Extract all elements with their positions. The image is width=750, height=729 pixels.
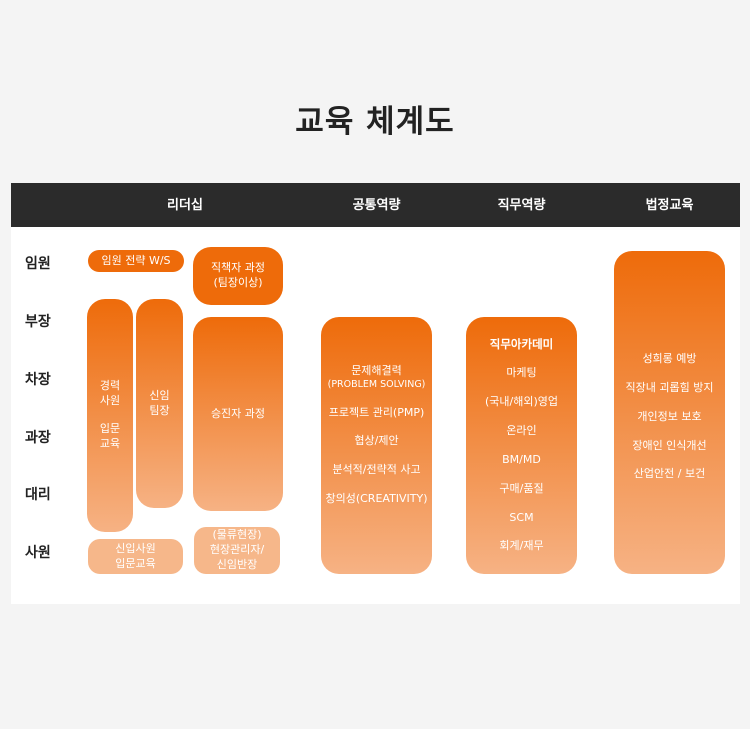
- job-item: 회계/재무: [499, 539, 544, 553]
- common-item: 문제해결력: [351, 363, 402, 377]
- common-item: 분석적/전략적 사고: [332, 463, 421, 477]
- common-competency-box: 문제해결력 (PROBLEM SOLVING) 프로젝트 관리(PMP) 협상/…: [321, 317, 432, 574]
- new-staff-intro-box: 신입사원 입문교육: [88, 539, 183, 574]
- job-item: 온라인: [506, 423, 537, 437]
- common-item: 창의성(CREATIVITY): [325, 492, 428, 506]
- job-item: (국내/해외)영업: [484, 395, 558, 409]
- logistics-label-3: 신임반장: [216, 557, 258, 571]
- page-title: 교육 체계도: [295, 104, 455, 140]
- rank-manager: 과장: [25, 430, 51, 446]
- promotion-course-label: 승진자 과정: [210, 406, 266, 420]
- new-staff-label-1: 신입사원: [115, 541, 156, 555]
- education-system-diagram: 리더십 공통역량 직무역량 법정교육 임원 부장 차장 과장 대리 사원 임원 …: [11, 183, 740, 604]
- job-item: 구매/품질: [499, 481, 544, 495]
- career-intro-label-2: 교육: [99, 436, 121, 450]
- legal-item: 장애인 인식개선: [632, 438, 707, 452]
- rank-deputy-manager: 차장: [25, 372, 51, 388]
- career-staff-box: 경력 사원 입문 교육: [87, 299, 133, 532]
- new-staff-label-2: 입문교육: [115, 556, 156, 570]
- common-item: 프로젝트 관리(PMP): [328, 405, 425, 419]
- career-staff-label-2: 사원: [99, 394, 121, 408]
- new-team-leader-label-1: 신임: [149, 388, 170, 402]
- team-leader-course-box: 직책자 과정 (팀장이상): [193, 247, 283, 305]
- rank-general-manager: 부장: [25, 314, 51, 330]
- job-item: BM/MD: [502, 452, 541, 466]
- job-academy-heading: 직무아카데미: [489, 336, 554, 351]
- legal-item: 성희롱 예방: [642, 352, 697, 365]
- career-staff-label-1: 경력: [99, 379, 121, 393]
- common-item: 협상/제안: [354, 434, 399, 448]
- rank-executive: 임원: [25, 256, 51, 272]
- team-leader-course-sub: (팀장이상): [213, 276, 263, 289]
- header-common: 공통역량: [352, 198, 401, 213]
- job-competency-box: 직무아카데미 마케팅 (국내/해외)영업 온라인 BM/MD 구매/품질 SCM…: [466, 317, 577, 574]
- logistics-label-2: 현장관리자/: [209, 543, 265, 557]
- logistics-label-1: (물류현장): [212, 528, 262, 542]
- rank-staff: 사원: [25, 545, 51, 561]
- job-item: 마케팅: [506, 366, 537, 380]
- new-team-leader-box: 신임 팀장: [136, 299, 183, 508]
- header-job: 직무역량: [497, 198, 546, 213]
- header-bar: 리더십 공통역량 직무역량 법정교육: [11, 183, 740, 227]
- header-leadership: 리더십: [167, 198, 203, 213]
- new-team-leader-label-2: 팀장: [149, 403, 170, 417]
- job-item: SCM: [509, 510, 534, 524]
- exec-strategy-box: 임원 전략 W/S: [88, 250, 184, 272]
- team-leader-course-label: 직책자 과정: [210, 261, 266, 275]
- rank-assistant-manager: 대리: [25, 487, 51, 503]
- header-legal: 법정교육: [645, 198, 694, 213]
- career-intro-label-1: 입문: [99, 422, 121, 435]
- legal-item: 직장내 괴롭힘 방지: [625, 380, 714, 394]
- logistics-site-box: (물류현장) 현장관리자/ 신임반장: [194, 527, 280, 574]
- exec-strategy-label: 임원 전략 W/S: [101, 253, 171, 267]
- legal-education-box: 성희롱 예방 직장내 괴롭힘 방지 개인정보 보호 장애인 인식개선 산업안전 …: [614, 251, 725, 574]
- legal-item: 산업안전 / 보건: [633, 467, 706, 481]
- legal-item: 개인정보 보호: [637, 409, 702, 423]
- promotion-course-box: 승진자 과정: [193, 317, 283, 511]
- common-item-sub: (PROBLEM SOLVING): [327, 378, 426, 390]
